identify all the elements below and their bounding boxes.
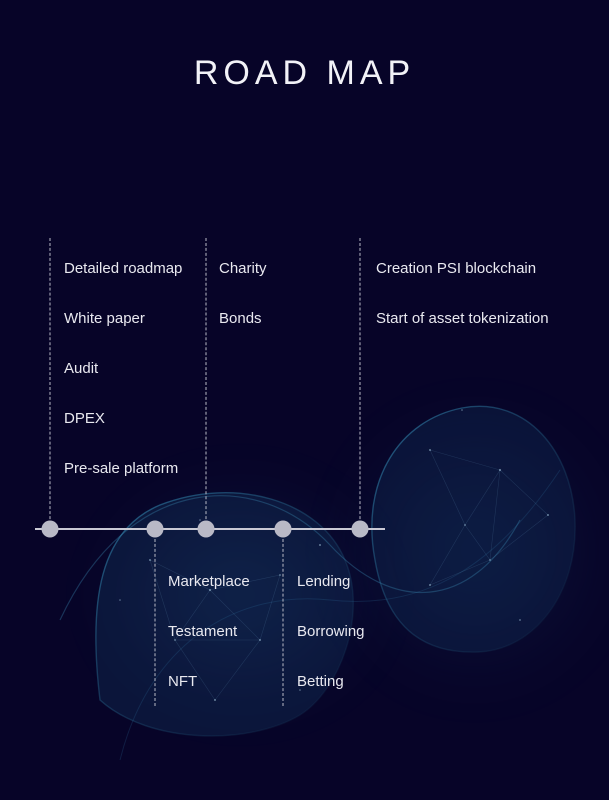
mesh-arc-lower xyxy=(119,469,561,761)
timeline-node-1[interactable] xyxy=(41,520,59,538)
timeline-connector-2 xyxy=(154,529,156,706)
milestone-item: Betting xyxy=(297,673,344,690)
milestone-item: Testament xyxy=(168,623,238,640)
mesh-dots xyxy=(119,409,549,701)
mesh-arc-sweep xyxy=(59,495,521,621)
milestone-item: Start of asset tokenization xyxy=(376,310,549,327)
milestone-item: Pre-sale platform xyxy=(64,460,179,477)
timeline-node-5[interactable] xyxy=(351,520,369,538)
timeline-node-2[interactable] xyxy=(146,520,164,538)
timeline-connector-3 xyxy=(205,238,207,529)
milestone-item: Marketplace xyxy=(168,573,250,590)
milestone-item: Borrowing xyxy=(297,623,365,640)
milestone-item: Detailed roadmap xyxy=(64,260,183,277)
mesh-shape-right xyxy=(371,405,576,653)
timeline-connector-5 xyxy=(359,238,361,529)
background-glow-right xyxy=(330,400,609,700)
background-glow-left xyxy=(90,470,390,720)
page-title: ROAD MAP xyxy=(193,54,416,92)
milestone-item: Charity xyxy=(219,260,267,277)
milestone-item: Audit xyxy=(64,360,99,377)
timeline-node-3[interactable] xyxy=(197,520,215,538)
timeline-connector-1 xyxy=(49,238,51,529)
milestone-item: White paper xyxy=(64,310,145,327)
milestone-item: Lending xyxy=(297,573,351,590)
milestone-item: Creation PSI blockchain xyxy=(376,260,537,277)
timeline-node-4[interactable] xyxy=(274,520,292,538)
milestone-item: Bonds xyxy=(219,310,262,327)
milestone-item: NFT xyxy=(168,673,198,690)
timeline-connector-4 xyxy=(282,529,284,706)
milestone-item: DPEX xyxy=(64,410,105,427)
